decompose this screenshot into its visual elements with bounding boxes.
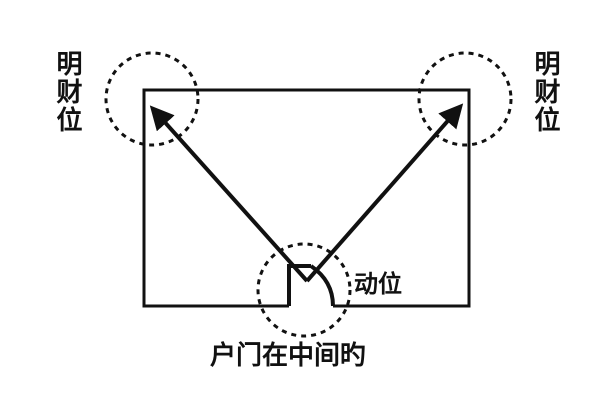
right-wealth-circle (417, 51, 513, 147)
arrow-to-right-corner (305, 103, 464, 283)
door-swing-arc (309, 264, 335, 307)
moving-position-label: 动位 (354, 270, 402, 298)
left-wealth-position-label: 明财位 (52, 50, 82, 134)
door-leaf (287, 264, 311, 306)
diagram-caption: 户门在中间旳 (210, 341, 367, 371)
right-wealth-position-label: 明财位 (530, 50, 560, 134)
left-wealth-circle (104, 51, 200, 147)
arrow-to-left-corner (149, 105, 309, 283)
door-moving-circle (256, 242, 352, 338)
room-outline (142, 88, 471, 308)
